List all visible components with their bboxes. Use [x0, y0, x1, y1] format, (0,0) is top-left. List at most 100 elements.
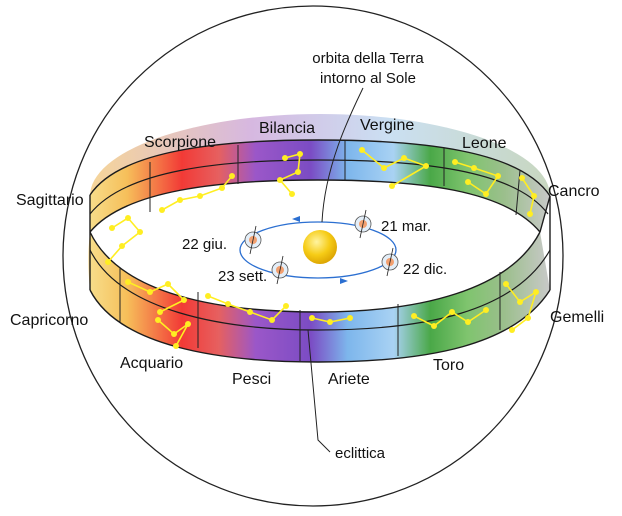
- star: [509, 327, 515, 333]
- star: [165, 281, 171, 287]
- ecliptic-leader-line: [307, 329, 331, 453]
- star: [389, 183, 395, 189]
- ecliptic-annotation: eclittica: [335, 445, 386, 462]
- constellation-sagittario: [105, 215, 143, 265]
- star: [295, 169, 301, 175]
- star: [181, 297, 187, 303]
- earth-orbit: [239, 221, 397, 279]
- zodiac-band-back: [90, 114, 550, 230]
- star: [173, 343, 179, 349]
- star: [359, 147, 365, 153]
- label-scorpione: Scorpione: [144, 134, 216, 151]
- star: [229, 173, 235, 179]
- star: [119, 243, 125, 249]
- sun: [303, 230, 337, 264]
- star: [411, 313, 417, 319]
- star: [185, 321, 191, 327]
- constellation-acquario: [155, 317, 191, 349]
- star: [109, 225, 115, 231]
- star: [503, 281, 509, 287]
- date-december: 22 dic.: [403, 261, 447, 278]
- star: [452, 159, 458, 165]
- star: [483, 191, 489, 197]
- star: [347, 315, 353, 321]
- label-ariete: Ariete: [328, 371, 370, 388]
- star: [289, 191, 295, 197]
- star: [483, 307, 489, 313]
- star: [327, 319, 333, 325]
- star: [205, 293, 211, 299]
- star: [449, 309, 455, 315]
- star: [125, 215, 131, 221]
- star: [177, 197, 183, 203]
- star: [495, 173, 501, 179]
- orbit-annotation-line-1: orbita della Terra: [312, 50, 424, 67]
- label-toro: Toro: [433, 357, 464, 374]
- star: [282, 155, 288, 161]
- constellation-leone: [452, 159, 501, 197]
- star: [155, 317, 161, 323]
- star: [147, 289, 153, 295]
- constellation-lines: [107, 216, 142, 263]
- constellation-pesci: [205, 293, 289, 323]
- star: [533, 289, 539, 295]
- star: [125, 279, 131, 285]
- constellation-scorpione: [159, 173, 235, 213]
- label-cancro: Cancro: [548, 183, 600, 200]
- constellation-lines: [157, 319, 189, 347]
- star: [283, 303, 289, 309]
- star: [465, 319, 471, 325]
- constellation-gemelli: [503, 281, 539, 333]
- label-bilancia: Bilancia: [259, 120, 315, 137]
- star: [309, 315, 315, 321]
- star: [381, 165, 387, 171]
- star: [517, 299, 523, 305]
- star: [277, 177, 283, 183]
- star: [171, 331, 177, 337]
- star: [219, 185, 225, 191]
- label-gemelli: Gemelli: [550, 309, 604, 326]
- ecliptic-line: [89, 249, 551, 331]
- star: [471, 165, 477, 171]
- earth-positions: [244, 209, 399, 285]
- constellation-toro: [411, 307, 489, 329]
- zodiac-band-back-outer: [90, 140, 550, 232]
- orbit-annotation-line-2: intorno al Sole: [320, 70, 416, 87]
- celestial-sphere: [62, 5, 564, 507]
- date-march: 21 mar.: [381, 218, 431, 235]
- star: [105, 259, 111, 265]
- star: [157, 309, 163, 315]
- star: [247, 309, 253, 315]
- star: [297, 151, 303, 157]
- label-leone: Leone: [462, 135, 507, 152]
- constellation-vergine: [359, 147, 429, 189]
- star: [431, 323, 437, 329]
- label-capricorno: Capricorno: [10, 312, 88, 329]
- star: [137, 229, 143, 235]
- label-acquario: Acquario: [120, 355, 183, 372]
- star: [159, 207, 165, 213]
- star: [465, 179, 471, 185]
- constellation-figures: [105, 147, 539, 349]
- orbit-arrow-icon: [340, 278, 348, 284]
- constellation-bilancia: [277, 151, 303, 197]
- orbit-leader-line: [321, 87, 364, 223]
- label-pesci: Pesci: [232, 371, 271, 388]
- constellation-cancro: [519, 175, 537, 217]
- star: [531, 193, 537, 199]
- label-vergine: Vergine: [360, 117, 414, 134]
- constellation-ariete: [309, 315, 353, 325]
- star: [519, 175, 525, 181]
- constellation-capricorno: [125, 279, 187, 315]
- star: [269, 317, 275, 323]
- star: [197, 193, 203, 199]
- star: [525, 315, 531, 321]
- ecliptic-line-back: [89, 159, 549, 215]
- date-september: 23 sett.: [218, 268, 267, 285]
- star: [527, 211, 533, 217]
- date-june: 22 giu.: [182, 236, 227, 253]
- orbit-arrow-icon: [292, 216, 300, 222]
- star: [401, 155, 407, 161]
- label-sagittario: Sagittario: [16, 192, 84, 209]
